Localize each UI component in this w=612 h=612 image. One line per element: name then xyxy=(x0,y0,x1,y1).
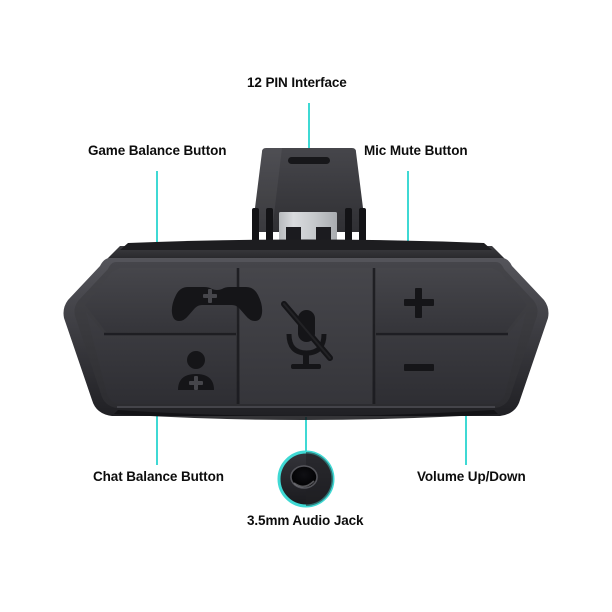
usb-contact-right xyxy=(316,227,331,242)
connector-housing xyxy=(252,148,366,232)
audio-jack-icon xyxy=(291,466,317,488)
body-bottom-shadow xyxy=(114,410,498,420)
label-12-pin-interface: 12 PIN Interface xyxy=(247,75,347,90)
audio-jack-magnifier xyxy=(277,450,335,508)
jack-hole-rim xyxy=(290,465,318,489)
minus-icon xyxy=(404,364,434,371)
connector-pin-right-outer xyxy=(359,208,366,242)
usb-contact-left xyxy=(286,227,301,242)
volume-up-button[interactable] xyxy=(376,268,527,332)
label-volume-up-down: Volume Up/Down xyxy=(417,469,526,484)
label-chat-balance-button: Chat Balance Button xyxy=(93,469,224,484)
housing-slot xyxy=(288,157,330,164)
jack-hole-highlight xyxy=(293,480,315,488)
adapter-device xyxy=(63,148,549,420)
connector-pin-right-inner xyxy=(345,208,352,242)
label-audio-jack: 3.5mm Audio Jack xyxy=(247,513,364,528)
label-game-balance-button: Game Balance Button xyxy=(88,143,227,158)
person-plus-icon xyxy=(178,351,214,390)
mic-slash xyxy=(281,301,333,361)
gamepad-plus-icon xyxy=(171,287,263,321)
connector-pin-left-inner xyxy=(266,208,273,242)
plus-icon xyxy=(404,288,434,318)
body-rear-shadow xyxy=(120,239,492,250)
gamepad-button[interactable] xyxy=(85,268,236,332)
jack-plate-shade xyxy=(306,452,333,506)
label-mic-mute-button: Mic Mute Button xyxy=(364,143,468,158)
housing-highlight xyxy=(252,148,282,232)
mic-muted-icon xyxy=(281,301,333,369)
connector-pin-left-outer xyxy=(252,208,259,242)
volume-down-button[interactable] xyxy=(376,312,526,404)
